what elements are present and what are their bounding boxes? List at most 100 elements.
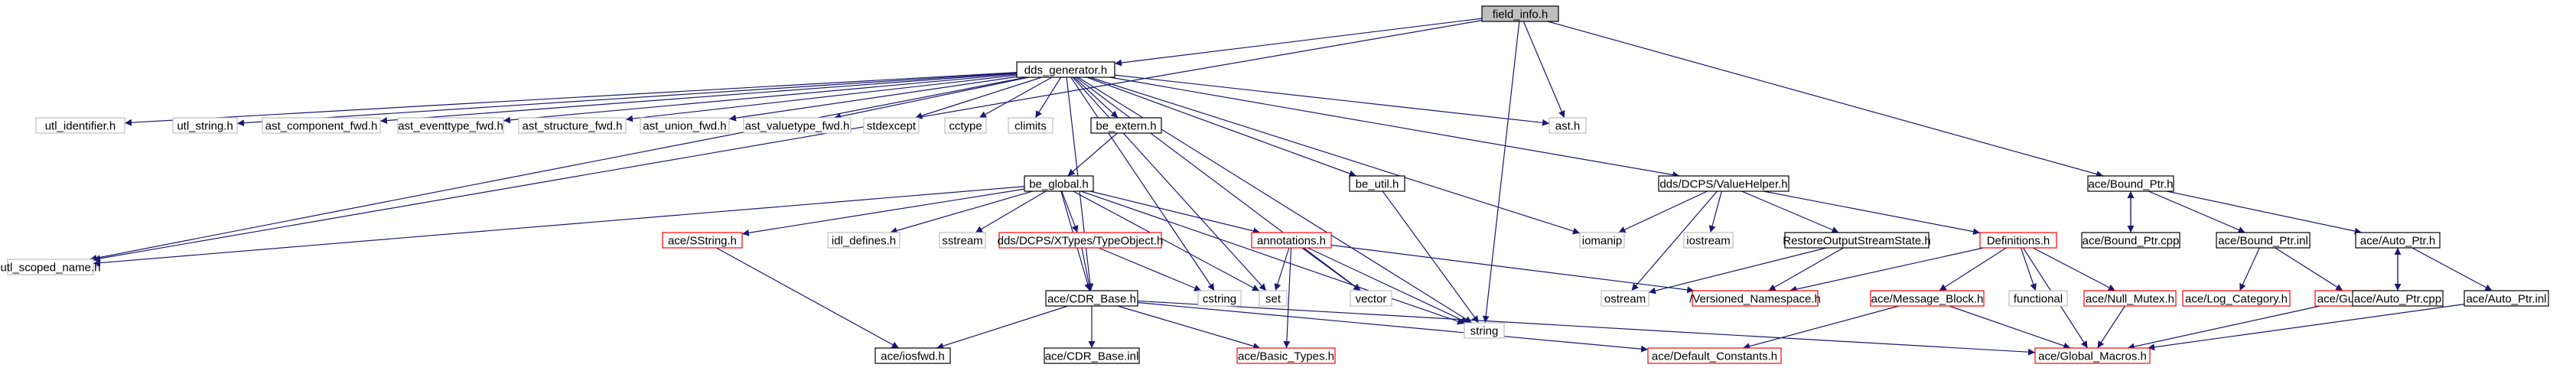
edge-dds-generator-h-to-ast-union-fwd-h — [728, 76, 1018, 122]
node-label: be_global.h — [1029, 178, 1089, 191]
edge-be-global-h-to-utl-scoped-name-h — [93, 186, 1025, 267]
node-label: ace/Bound_Ptr.h — [2089, 178, 2174, 191]
node-label: dds_generator.h — [1024, 64, 1107, 77]
edge-be-global-h-to-string — [1080, 190, 1465, 325]
node-iosfwd-h[interactable]: ace/iosfwd.h — [874, 347, 951, 364]
edge-dds-generator-h-to-valuehelper-h — [1109, 76, 1680, 178]
node-set: set — [1259, 290, 1288, 307]
edge-cdr-base-h-to-global-macros-h — [1137, 300, 2036, 356]
node-label: dds/DCPS/XTypes/TypeObject.h — [998, 235, 1164, 248]
node-label: ace/SString.h — [668, 235, 737, 248]
node-be-util-h[interactable]: be_util.h — [1349, 175, 1405, 192]
node-label: ace/Bound_Ptr.cpp — [2083, 235, 2180, 248]
node-ast-union-fwd-h: ast_union_fwd.h — [640, 117, 730, 134]
node-label: utl_scoped_name.h — [1, 262, 101, 275]
edge-sstring-h-to-iosfwd-h — [715, 247, 900, 349]
node-label: functional — [2014, 293, 2063, 306]
node-global-macros-h[interactable]: ace/Global_Macros.h — [2034, 347, 2151, 364]
node-label: RestoreOutputStreamState.h — [1783, 235, 1930, 248]
edge-be-global-h-to-typeobject-h — [1061, 190, 1079, 233]
node-box — [1481, 5, 1559, 22]
node-label: sstream — [942, 235, 982, 248]
node-label: ace/Bound_Ptr.inl — [2218, 235, 2308, 248]
node-cdr-base-inl[interactable]: ace/CDR_Base.inl — [1044, 347, 1140, 364]
node-box — [939, 232, 986, 249]
node-box — [1044, 347, 1140, 364]
node-label: ast_eventtype_fwd.h — [398, 120, 503, 133]
node-box — [1024, 175, 1094, 192]
node-versioned-ns-h[interactable]: /Versioned_Namespace.h — [1689, 290, 1821, 307]
node-box — [1350, 290, 1392, 307]
node-field-info-h[interactable]: field_info.h — [1481, 5, 1559, 22]
node-box — [1045, 290, 1138, 307]
node-box — [2216, 232, 2311, 249]
node-idl-defines-h: idl_defines.h — [827, 232, 900, 249]
edge-dds-generator-h-to-vector — [1075, 76, 1362, 291]
node-dds-generator-h[interactable]: dds_generator.h — [1016, 61, 1115, 78]
edge-bound-ptr-h-to-bound-ptr-inl — [2148, 190, 2245, 233]
node-box — [518, 117, 627, 134]
node-null-mutex-h[interactable]: ace/Null_Mutex.h — [2083, 290, 2177, 307]
node-label: ace/Basic_Types.h — [1238, 350, 1334, 363]
node-bound-ptr-h[interactable]: ace/Bound_Ptr.h — [2087, 175, 2174, 192]
node-annotations-h[interactable]: annotations.h — [1251, 232, 1332, 249]
node-log-category-h[interactable]: ace/Log_Category.h — [2182, 290, 2291, 307]
edge-dds-generator-h-to-be-util-h — [1086, 76, 1356, 177]
edge-cdr-base-h-to-default-constants-h — [1137, 301, 1649, 353]
node-box — [7, 259, 94, 275]
node-restore-h[interactable]: RestoreOutputStreamState.h — [1783, 232, 1931, 249]
node-label: be_util.h — [1356, 178, 1399, 191]
node-label: ace/Default_Constants.h — [1652, 350, 1777, 363]
node-auto-ptr-cpp[interactable]: ace/Auto_Ptr.cpp — [2352, 290, 2444, 307]
edge-bound-ptr-inl-to-log-category-h — [2239, 247, 2260, 291]
node-box — [1549, 117, 1587, 134]
node-box — [640, 117, 730, 134]
node-auto-ptr-h[interactable]: ace/Auto_Ptr.h — [2355, 232, 2441, 249]
edge-annotations-h-to-versioned-ns-h — [1330, 244, 1695, 294]
edge-be-util-h-to-string — [1382, 190, 1480, 324]
edge-be-global-h-to-sstream — [975, 190, 1047, 233]
node-label: ace/Message_Block.h — [1871, 293, 1984, 306]
node-bound-ptr-inl[interactable]: ace/Bound_Ptr.inl — [2216, 232, 2311, 249]
edge-typeobject-h-to-cstring — [1098, 247, 1202, 291]
edge-typeobject-h-to-cdr-base-h — [1081, 247, 1093, 291]
node-box — [2087, 175, 2174, 192]
edge-dds-generator-h-to-climits — [1034, 76, 1062, 119]
node-be-global-h[interactable]: be_global.h — [1024, 175, 1094, 192]
node-box — [1647, 347, 1782, 364]
node-cdr-base-h[interactable]: ace/CDR_Base.h — [1045, 290, 1138, 307]
node-label: /Versioned_Namespace.h — [1689, 293, 1821, 306]
node-label: ace/Null_Mutex.h — [2086, 293, 2174, 306]
node-default-constants-h[interactable]: ace/Default_Constants.h — [1647, 347, 1782, 364]
edge-dds-generator-h-to-set — [1072, 76, 1267, 291]
node-be-extern-h[interactable]: be_extern.h — [1090, 117, 1162, 134]
edge-bound-ptr-h-to-auto-ptr-h — [2167, 190, 2362, 235]
node-label: ast_valuetype_fwd.h — [745, 120, 850, 133]
edge-dds-generator-h-to-ast-structure-fwd-h — [625, 74, 1018, 122]
node-ast-valuetype-fwd-h: ast_valuetype_fwd.h — [743, 117, 852, 134]
node-box — [874, 347, 951, 364]
node-basic-types-h[interactable]: ace/Basic_Types.h — [1236, 347, 1336, 364]
node-typeobject-h[interactable]: dds/DCPS/XTypes/TypeObject.h — [998, 232, 1164, 249]
node-box — [662, 232, 743, 249]
node-valuehelper-h[interactable]: dds/DCPS/ValueHelper.h — [1658, 175, 1790, 192]
edge-definitions-h-to-functional — [2020, 247, 2037, 291]
node-label: annotations.h — [1257, 235, 1326, 248]
edge-dds-generator-h-to-ast-component-fwd-h — [379, 73, 1018, 125]
node-definitions-h[interactable]: Definitions.h — [1979, 232, 2057, 249]
node-auto-ptr-inl[interactable]: ace/Auto_Ptr.inl — [2464, 290, 2549, 307]
node-box — [1016, 61, 1115, 78]
edge-definitions-h-to-null-mutex-h — [2032, 247, 2116, 291]
node-label: ast.h — [1555, 120, 1581, 133]
node-cstring: cstring — [1197, 290, 1242, 307]
edge-dds-generator-h-to-stdexcept — [915, 76, 1042, 119]
edge-definitions-h-to-message-block-h — [1939, 247, 2007, 291]
node-sstring-h[interactable]: ace/SString.h — [662, 232, 743, 249]
edge-valuehelper-h-to-ostream — [1631, 190, 1718, 291]
node-bound-ptr-cpp[interactable]: ace/Bound_Ptr.cpp — [2081, 232, 2180, 249]
node-box — [863, 117, 920, 134]
node-message-block-h[interactable]: ace/Message_Block.h — [1870, 290, 1985, 307]
node-box — [2182, 290, 2291, 307]
node-functional: functional — [2008, 290, 2068, 307]
